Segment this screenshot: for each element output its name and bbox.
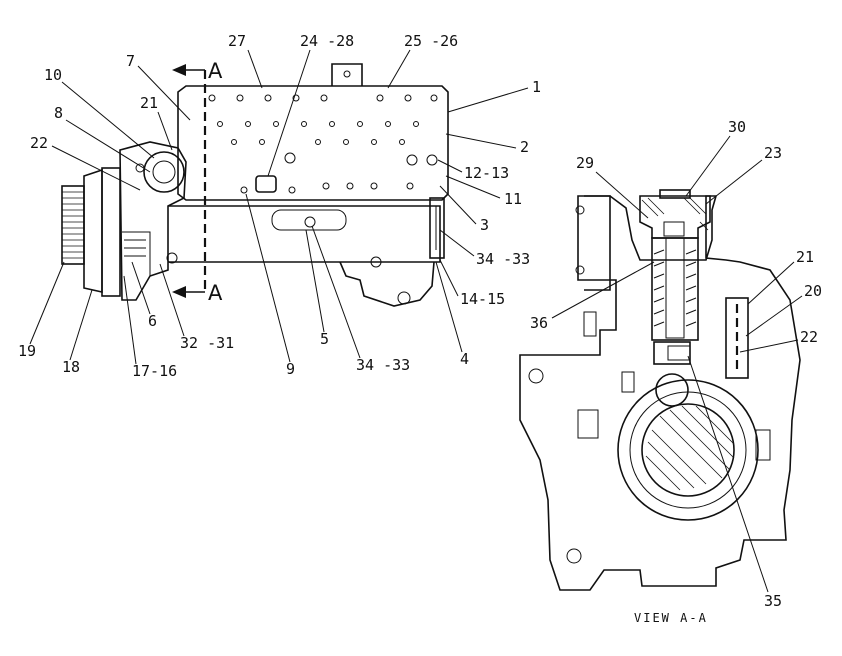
- callout-label: 10: [44, 66, 62, 84]
- callout-label: 35: [764, 592, 782, 610]
- callout-29: 29: [576, 154, 649, 219]
- callout-32-31: 32 -31: [159, 263, 234, 352]
- callout-22-left: 22: [30, 134, 141, 191]
- callout-17-16: 17-16: [123, 275, 177, 380]
- callout-18: 18: [62, 289, 93, 376]
- callout-label: 22: [800, 328, 818, 346]
- callout-label: 8: [54, 104, 63, 122]
- callout-30: 30: [685, 118, 746, 197]
- drive-gear: [61, 185, 85, 265]
- callout-22-right: 22: [739, 328, 818, 353]
- callout-label: 9: [286, 360, 295, 378]
- callout-label: 32 -31: [180, 334, 234, 352]
- callout-label: 24 -28: [300, 32, 354, 50]
- callout-label: 14-15: [460, 290, 505, 308]
- callout-label: 19: [18, 342, 36, 360]
- view-caption: VIEW A-A: [634, 611, 708, 625]
- callout-label: 20: [804, 282, 822, 300]
- callout-35: 35: [687, 355, 782, 610]
- pump-section-view: VIEW A-A: [519, 189, 801, 625]
- callout-5: 5: [305, 229, 329, 348]
- callout-21-left: 21: [140, 94, 173, 151]
- callout-1: 1: [447, 78, 541, 113]
- callout-label: 4: [460, 350, 469, 368]
- callout-label: 2: [520, 138, 529, 156]
- section-marker-bottom: A: [208, 281, 223, 305]
- callout-12-13: 12-13: [437, 159, 509, 182]
- callout-25-26: 25 -26: [387, 32, 458, 89]
- callout-label: 21: [796, 248, 814, 266]
- callout-36: 36: [530, 261, 655, 332]
- callout-24-28: 24 -28: [267, 32, 354, 177]
- callout-label: 12-13: [464, 164, 509, 182]
- callout-34-33-bottom: 34 -33: [311, 225, 410, 374]
- callout-label: 27: [228, 32, 246, 50]
- callout-label: 25 -26: [404, 32, 458, 50]
- callout-8: 8: [54, 104, 151, 173]
- callout-label: 30: [728, 118, 746, 136]
- callout-6: 6: [131, 261, 157, 330]
- callout-label: 23: [764, 144, 782, 162]
- callout-7: 7: [126, 52, 191, 121]
- callouts: 27 24 -28 25 -26 1 7 10 8 21 22 2 12-13 …: [18, 32, 822, 610]
- callout-label: 1: [532, 78, 541, 96]
- callout-label: 7: [126, 52, 135, 70]
- callout-3: 3: [439, 185, 489, 234]
- callout-10: 10: [44, 66, 155, 159]
- callout-20: 20: [745, 282, 822, 337]
- callout-label: 17-16: [132, 362, 177, 380]
- callout-label: 5: [320, 330, 329, 348]
- callout-9: 9: [245, 193, 295, 378]
- callout-label: 36: [530, 314, 548, 332]
- callout-11: 11: [445, 175, 522, 208]
- callout-4: 4: [435, 261, 469, 368]
- callout-label: 18: [62, 358, 80, 376]
- callout-label: 29: [576, 154, 594, 172]
- section-marker-top: A: [208, 59, 223, 83]
- pump-side-view: A A: [61, 59, 449, 307]
- callout-2: 2: [445, 133, 529, 156]
- callout-27: 27: [228, 32, 263, 89]
- callout-label: 6: [148, 312, 157, 330]
- callout-19: 19: [18, 261, 65, 360]
- callout-label: 3: [480, 216, 489, 234]
- callout-label: 34 -33: [356, 356, 410, 374]
- callout-label: 34 -33: [476, 250, 530, 268]
- callout-34-33-right: 34 -33: [439, 229, 530, 268]
- callout-14-15: 14-15: [439, 259, 505, 308]
- callout-label: 21: [140, 94, 158, 112]
- callout-label: 22: [30, 134, 48, 152]
- callout-23: 23: [705, 144, 782, 205]
- callout-label: 11: [504, 190, 522, 208]
- callout-21-right: 21: [747, 248, 814, 305]
